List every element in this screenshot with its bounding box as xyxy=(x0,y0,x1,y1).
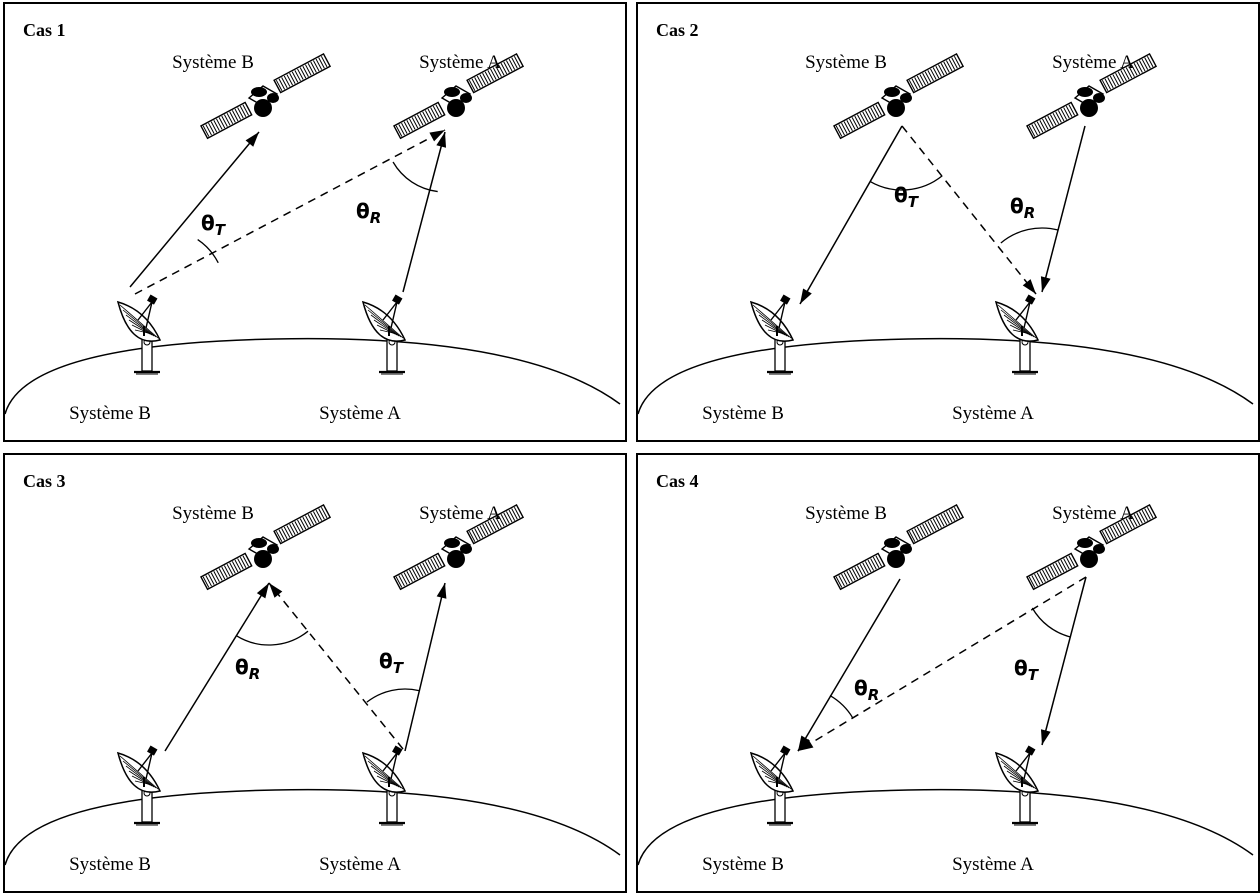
earth-station-system-a-icon xyxy=(994,294,1040,375)
case-label: Cas 2 xyxy=(656,20,699,40)
earth-station-system-b-icon xyxy=(116,745,162,826)
satellite-system-b-icon xyxy=(833,53,965,140)
satellite-system-a-icon xyxy=(1026,53,1158,140)
arrow-head xyxy=(269,583,283,598)
ground-label-right: Système A xyxy=(952,854,1034,875)
satellite-label-left: Système B xyxy=(805,503,887,524)
angle-arc xyxy=(235,630,309,646)
earth-station-system-b-icon xyxy=(749,745,795,826)
arrow-head xyxy=(256,583,269,599)
earth-station-system-a-icon xyxy=(361,745,407,826)
panel-case-1: Cas 1 Système B Système A Système B Système … xyxy=(3,2,627,442)
angle-label-right: θT xyxy=(1014,656,1040,684)
satellite-label-left: Système B xyxy=(172,503,254,524)
case-label: Cas 4 xyxy=(656,471,699,491)
angle-arc xyxy=(869,175,943,191)
case-label: Cas 1 xyxy=(23,20,66,40)
wanted-link xyxy=(164,582,270,752)
earth-surface xyxy=(638,337,1254,415)
satellite-system-b-icon xyxy=(200,53,332,140)
satellite-system-a-icon xyxy=(1026,504,1158,591)
satellite-label-right: Système A xyxy=(1052,503,1134,524)
arrow-head xyxy=(429,130,445,142)
arrow-head xyxy=(800,288,812,304)
ground-label-left: Système B xyxy=(702,854,784,875)
satellite-label-right: Système A xyxy=(419,52,501,73)
angle-label-left: θT xyxy=(894,183,920,211)
case-label: Cas 3 xyxy=(23,471,66,491)
arrow-head xyxy=(1040,729,1051,745)
earth-surface xyxy=(638,788,1254,866)
arrow-head xyxy=(1022,279,1036,294)
wanted-link xyxy=(402,131,446,293)
angle-arc xyxy=(392,161,438,193)
panel-case-3: Cas 3 Système B Système A Système B Système … xyxy=(3,453,627,893)
satellite-system-a-icon xyxy=(393,53,525,140)
satellite-system-b-icon xyxy=(833,504,965,591)
satellite-system-a-icon xyxy=(393,504,525,591)
earth-station-system-a-icon xyxy=(361,294,407,375)
angle-arc xyxy=(366,688,420,703)
satellite-label-left: Système B xyxy=(805,52,887,73)
satellite-label-right: Système A xyxy=(1052,52,1134,73)
arrow-head xyxy=(245,132,259,147)
angle-label-right: θT xyxy=(379,649,405,677)
earth-station-system-a-icon xyxy=(994,745,1040,826)
earth-station-system-b-icon xyxy=(116,294,162,375)
wanted-link xyxy=(1041,576,1087,746)
earth-station-system-b-icon xyxy=(749,294,795,375)
arrow-head xyxy=(798,738,814,751)
ground-label-right: Système A xyxy=(319,403,401,424)
interference-link xyxy=(797,576,1087,752)
satellite-system-b-icon xyxy=(200,504,332,591)
wanted-link xyxy=(799,125,903,305)
angle-label-left: θR xyxy=(854,676,879,704)
angle-arc xyxy=(1031,607,1071,638)
satellite-label-right: Système A xyxy=(419,503,501,524)
satellite-label-left: Système B xyxy=(172,52,254,73)
panel-case-2: Cas 2 Système B Système A Système B Système … xyxy=(636,2,1260,442)
wanted-link xyxy=(797,578,901,752)
wanted-link xyxy=(129,131,260,288)
ground-label-left: Système B xyxy=(69,854,151,875)
ground-label-right: Système A xyxy=(952,403,1034,424)
earth-surface xyxy=(5,337,621,415)
ground-label-right: Système A xyxy=(319,854,401,875)
ground-label-left: Système B xyxy=(702,403,784,424)
arrow-head xyxy=(436,583,447,599)
interference-link xyxy=(901,125,1037,295)
interference-link xyxy=(134,129,446,295)
angle-label-right: θR xyxy=(1010,194,1035,222)
wanted-link xyxy=(404,582,446,752)
angle-arc xyxy=(197,239,219,264)
angle-arc xyxy=(829,695,854,719)
angle-label-right: θR xyxy=(356,199,381,227)
angle-label-left: θR xyxy=(235,655,260,683)
arrow-head xyxy=(1040,276,1051,292)
ground-label-left: Système B xyxy=(69,403,151,424)
angle-label-left: θT xyxy=(201,211,227,239)
arrow-head xyxy=(436,132,447,148)
wanted-link xyxy=(1041,125,1086,293)
arrow-head xyxy=(798,735,810,751)
angle-arc xyxy=(1000,227,1059,244)
earth-surface xyxy=(5,788,621,866)
interference-link xyxy=(268,582,404,750)
panel-case-4: Cas 4 Système B Système A Système B Système … xyxy=(636,453,1260,893)
